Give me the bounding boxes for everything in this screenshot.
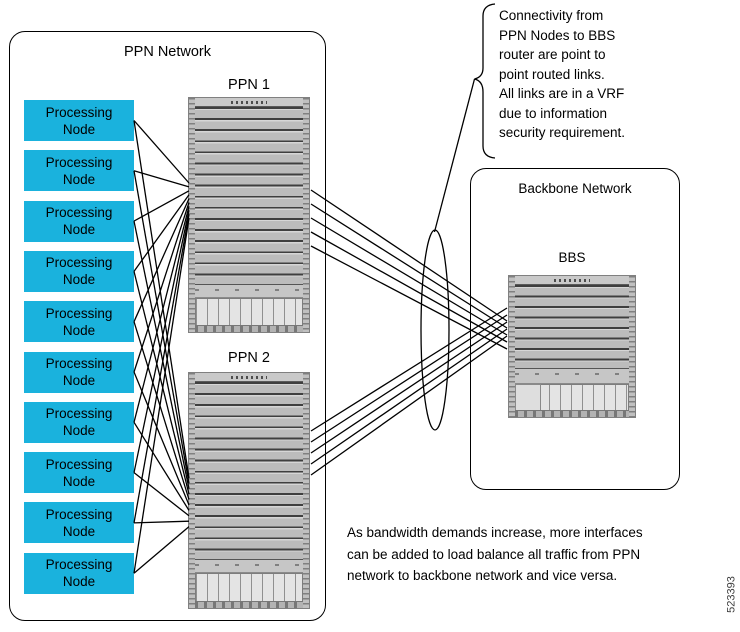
vent-dots (231, 100, 267, 104)
chassis-header (515, 276, 629, 284)
chassis-rail (628, 276, 635, 417)
callout-brace (474, 3, 496, 159)
chassis-bottom (195, 325, 303, 332)
bandwidth-footnote-text: As bandwidth demands increase, more inte… (347, 525, 643, 583)
figure-number: 523393 (725, 576, 738, 613)
chassis-midband (195, 284, 303, 298)
fan-card-bay (195, 573, 303, 604)
vrf-callout-text: Connectivity from PPN Nodes to BBS route… (499, 8, 626, 140)
processing-node: Processing Node (24, 100, 134, 141)
processing-node: Processing Node (24, 301, 134, 343)
processing-node: Processing Node (24, 150, 134, 192)
bbs-router-chassis (508, 275, 636, 418)
vent-dots (554, 278, 590, 282)
chassis-header (195, 98, 303, 106)
ppn2-label: PPN 2 (228, 350, 270, 366)
processing-node: Processing Node (24, 502, 134, 544)
chassis-bottom (515, 410, 629, 417)
tick-marks (515, 373, 629, 375)
chassis-header (195, 373, 303, 381)
ppn-network-title: PPN Network (123, 44, 212, 60)
processing-node: Processing Node (24, 401, 134, 443)
backbone-network-title: Backbone Network (518, 181, 632, 196)
chassis-midband (515, 368, 629, 384)
vrf-bundle-ellipse (420, 229, 450, 431)
tick-marks (195, 289, 303, 291)
ppn1-label: PPN 1 (228, 77, 270, 93)
processing-node: Processing Node (24, 552, 134, 594)
chassis-midband (195, 559, 303, 573)
callout-pointer-line (433, 78, 476, 233)
processing-node: Processing Node (24, 200, 134, 242)
processing-node: Processing Node (24, 452, 134, 494)
chassis-rail (302, 98, 309, 332)
vent-dots (231, 375, 267, 379)
fan-card-bay (195, 298, 303, 328)
ppn2-router-chassis (188, 372, 310, 609)
bbs-label: BBS (558, 250, 586, 265)
ppn1-router-chassis (188, 97, 310, 333)
linecard-slots (195, 106, 303, 285)
linecard-slots (195, 381, 303, 560)
chassis-bottom (195, 601, 303, 608)
tick-marks (195, 564, 303, 566)
processing-node: Processing Node (24, 351, 134, 393)
blank-panel (515, 384, 541, 412)
chassis-rail (302, 373, 309, 608)
linecard-slots (515, 284, 629, 369)
processing-node: Processing Node (24, 250, 134, 292)
